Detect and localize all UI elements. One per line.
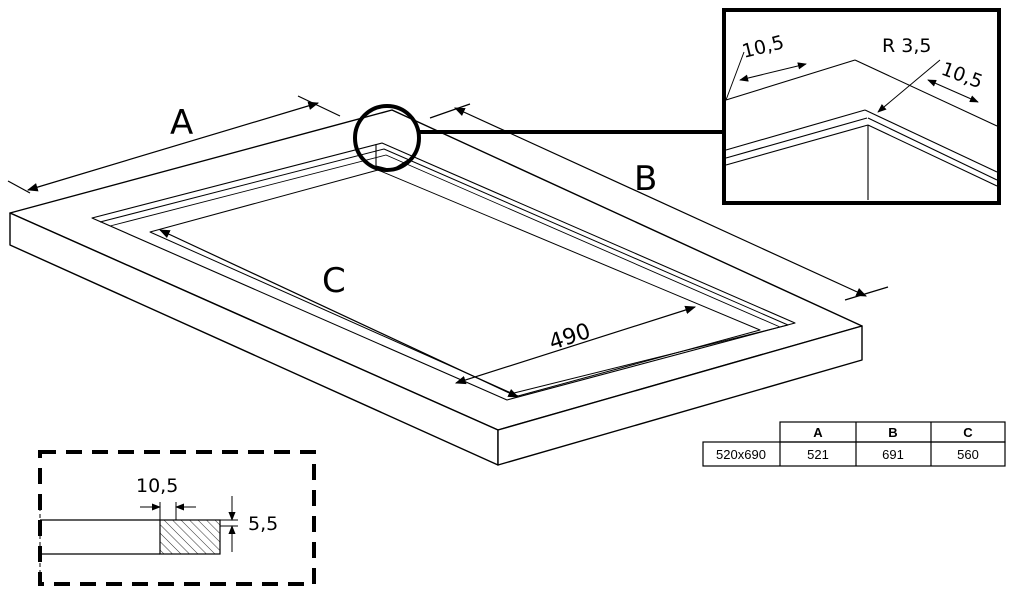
label-b: B (634, 159, 657, 199)
table-header-b: B (888, 425, 897, 440)
dimension-a (7, 95, 341, 194)
table-cell-b: 691 (882, 447, 904, 462)
detail-view: 10,5 R 3,5 10,5 (722, 8, 1001, 205)
detail-frame (722, 8, 1001, 205)
detail-radius: R 3,5 (882, 35, 931, 57)
table-header-c: C (963, 425, 973, 440)
dimension-b (429, 103, 889, 301)
table-cell-size: 520x690 (716, 447, 766, 462)
dimension-490-line (454, 305, 697, 385)
table-header-a: A (813, 425, 823, 440)
section-frame (38, 450, 316, 586)
label-a: A (170, 103, 193, 143)
cross-section: 10,5 5,5 (38, 450, 316, 586)
dimension-b-line (454, 107, 867, 297)
section-hatched-profile (159, 519, 221, 555)
tray-front-right-face (497, 325, 863, 466)
section-height-label: 5,5 (248, 513, 278, 535)
section-width-label: 10,5 (136, 475, 178, 497)
table-cell-a: 521 (807, 447, 829, 462)
detail-callout-circle (353, 104, 421, 172)
table-cell-c: 560 (957, 447, 979, 462)
label-c: C (322, 261, 346, 301)
dimension-a-line (26, 101, 320, 192)
dimension-table: A B C 520x690 521 691 560 (702, 421, 1006, 467)
